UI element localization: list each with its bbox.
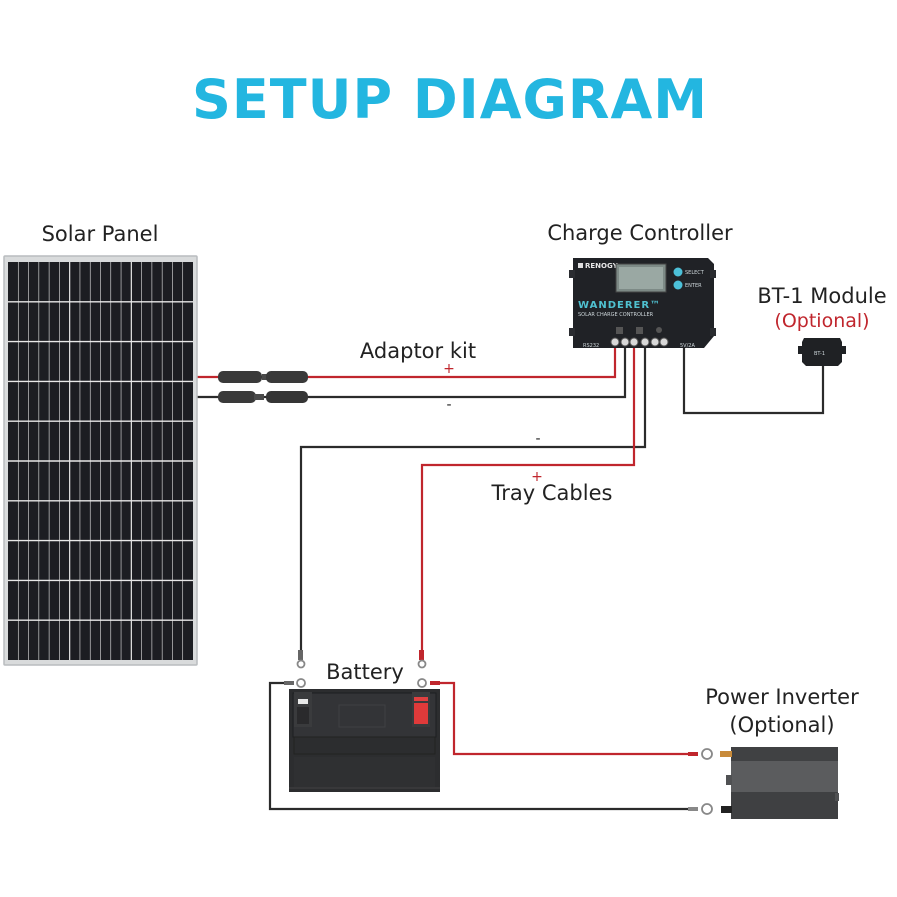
enter-button-label: ENTER [685,283,702,289]
battery-terminal-icon [636,327,643,334]
controller-terminal-screw [610,337,620,347]
power-inverter [688,747,839,819]
solar-panel-label: Solar Panel [42,222,159,246]
bt-module: BT-1 [798,338,846,366]
controller-subtitle: SOLAR CHARGE CONTROLLER [578,312,654,318]
inverter-negative-wire [268,681,688,811]
select-button[interactable] [673,267,683,277]
charge-controller-label: Charge Controller [547,221,733,245]
rs232-port-label: RS232 [583,343,599,349]
mc4-connector [266,391,308,403]
controller-model-name: WANDERER™ [578,300,661,311]
bt-module-cable [682,348,825,415]
bt-module-optional-label: (Optional) [774,310,869,332]
mc4-connectors [218,371,308,403]
tray-negative-wire [299,348,647,652]
battery-ring-terminals [284,650,440,688]
power-inverter-optional-label: (Optional) [729,713,834,737]
tray-positive-sign: + [531,469,543,485]
controller-terminal-screw [620,337,630,347]
controller-terminal-screw [640,337,650,347]
charge-controller: RENOGY SELECT ENTER WANDERER™ SOLAR CHAR… [569,258,716,349]
bt-module-label: BT-1 Module [757,284,886,308]
load-terminal-icon [656,327,662,333]
inverter-positive-terminal [720,751,732,757]
enter-button[interactable] [673,280,683,290]
power-inverter-label: Power Inverter [705,685,859,709]
tray-negative-sign: - [535,431,540,447]
adaptor-positive-wire [196,348,617,379]
controller-terminal-screw [659,337,669,347]
tray-cables-label: Tray Cables [491,481,613,505]
inverter-positive-wire [440,681,688,756]
adaptor-positive-sign: + [443,361,455,377]
usb-port-label: 5V/2A [680,343,695,349]
battery-label: Battery [326,660,404,684]
adaptor-negative-wire [196,348,627,399]
solar-terminal-icon [616,327,623,334]
mc4-connector [218,391,256,403]
adaptor-kit-label: Adaptor kit [360,339,476,363]
diagram-title: SETUP DIAGRAM [192,68,708,131]
adaptor-negative-sign: - [446,397,451,413]
ring-terminal-crimp [419,650,424,660]
mc4-connector [218,371,262,383]
inverter-negative-terminal [721,806,732,813]
solar-panel [3,255,198,666]
bt-module-device-text: BT-1 [814,351,825,357]
tray-positive-wire [420,348,636,652]
controller-brand: RENOGY [585,262,619,270]
mc4-connector [266,371,308,383]
controller-terminal-screw [650,337,660,347]
select-button-label: SELECT [685,270,705,276]
controller-terminal-screw [629,337,639,347]
battery [289,689,440,792]
ring-terminal-crimp [298,650,303,660]
